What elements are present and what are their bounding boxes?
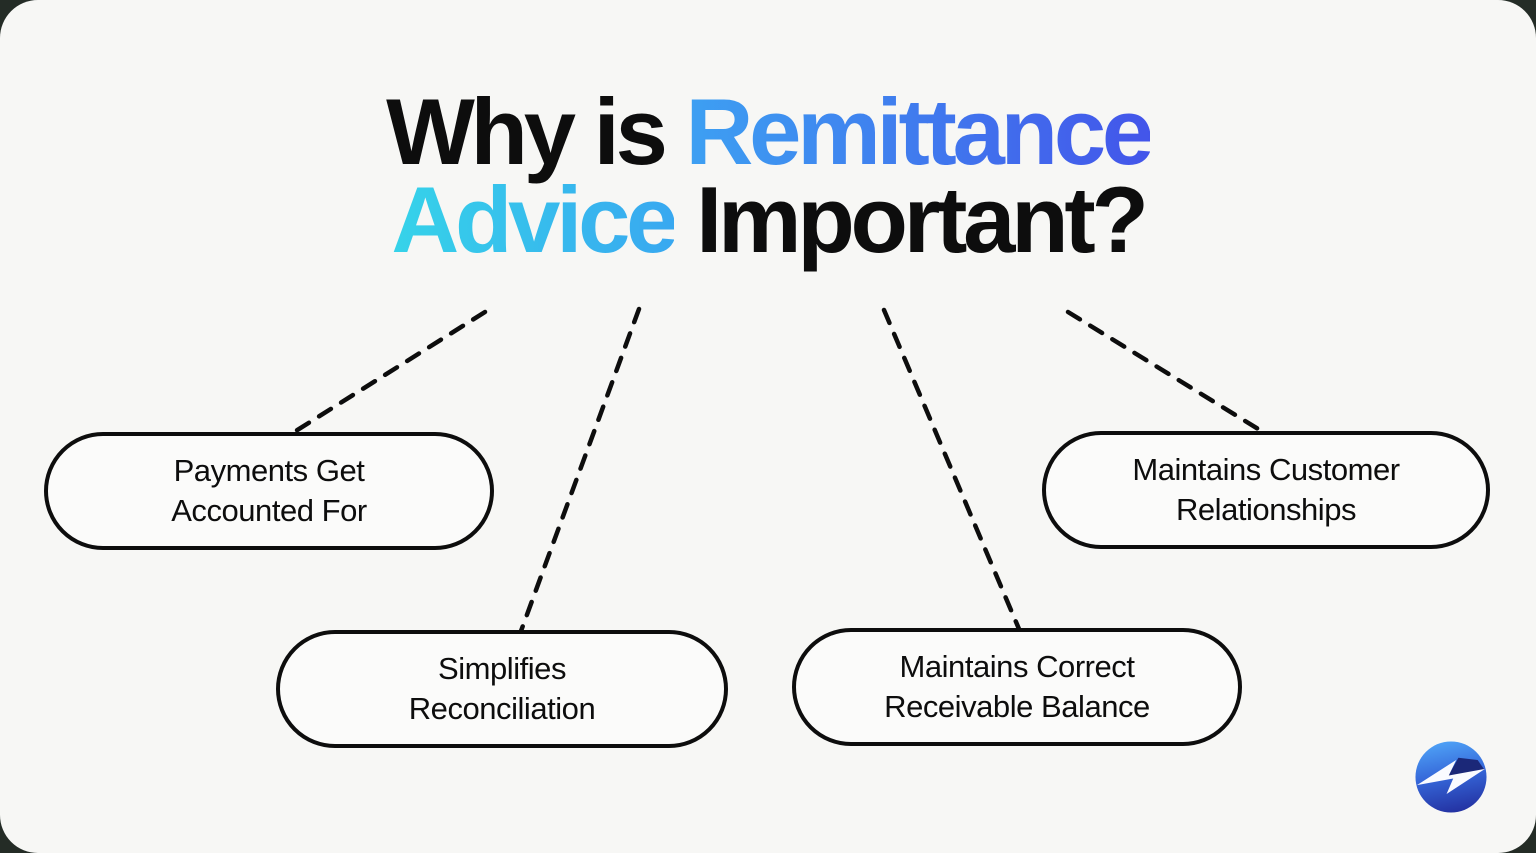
- node-simplifies-reconciliation: Simplifies Reconciliation: [276, 630, 728, 748]
- node-label-line: Reconciliation: [408, 691, 596, 726]
- node-payments-accounted: Payments Get Accounted For: [44, 432, 494, 550]
- title-line-2: Advice Important?: [0, 173, 1536, 267]
- logo-shade-wedge: [1448, 757, 1485, 777]
- title-why-is: Why is: [386, 79, 686, 184]
- title-line-1: Why is Remittance: [0, 85, 1536, 179]
- connector-line-payments: [288, 309, 488, 437]
- node-label-line: Relationships: [1175, 492, 1357, 527]
- node-label-line: Payments Get: [173, 453, 365, 488]
- brand-logo-icon: [1415, 741, 1487, 813]
- logo-lightning-bolt: [1416, 759, 1486, 795]
- title-remittance: Remittance: [685, 79, 1155, 184]
- node-label-line: Simplifies: [438, 651, 566, 686]
- node-label-line: Accounted For: [171, 493, 367, 528]
- connector-line-reconciliation: [518, 306, 642, 634]
- node-label-line: Receivable Balance: [884, 689, 1150, 724]
- node-label-line: Maintains Correct: [899, 649, 1135, 684]
- node-maintains-customer-relationships: Maintains Customer Relationships: [1042, 431, 1490, 549]
- connector-line-receivable: [881, 307, 1022, 632]
- title-advice: Advice: [391, 167, 678, 272]
- node-maintains-receivable-balance: Maintains Correct Receivable Balance: [792, 628, 1242, 746]
- title-important: Important?: [674, 167, 1149, 272]
- page-title: Why is Remittance Advice Important?: [0, 85, 1536, 267]
- connector-line-relationships: [1065, 309, 1266, 435]
- node-label-line: Maintains Customer: [1132, 452, 1400, 487]
